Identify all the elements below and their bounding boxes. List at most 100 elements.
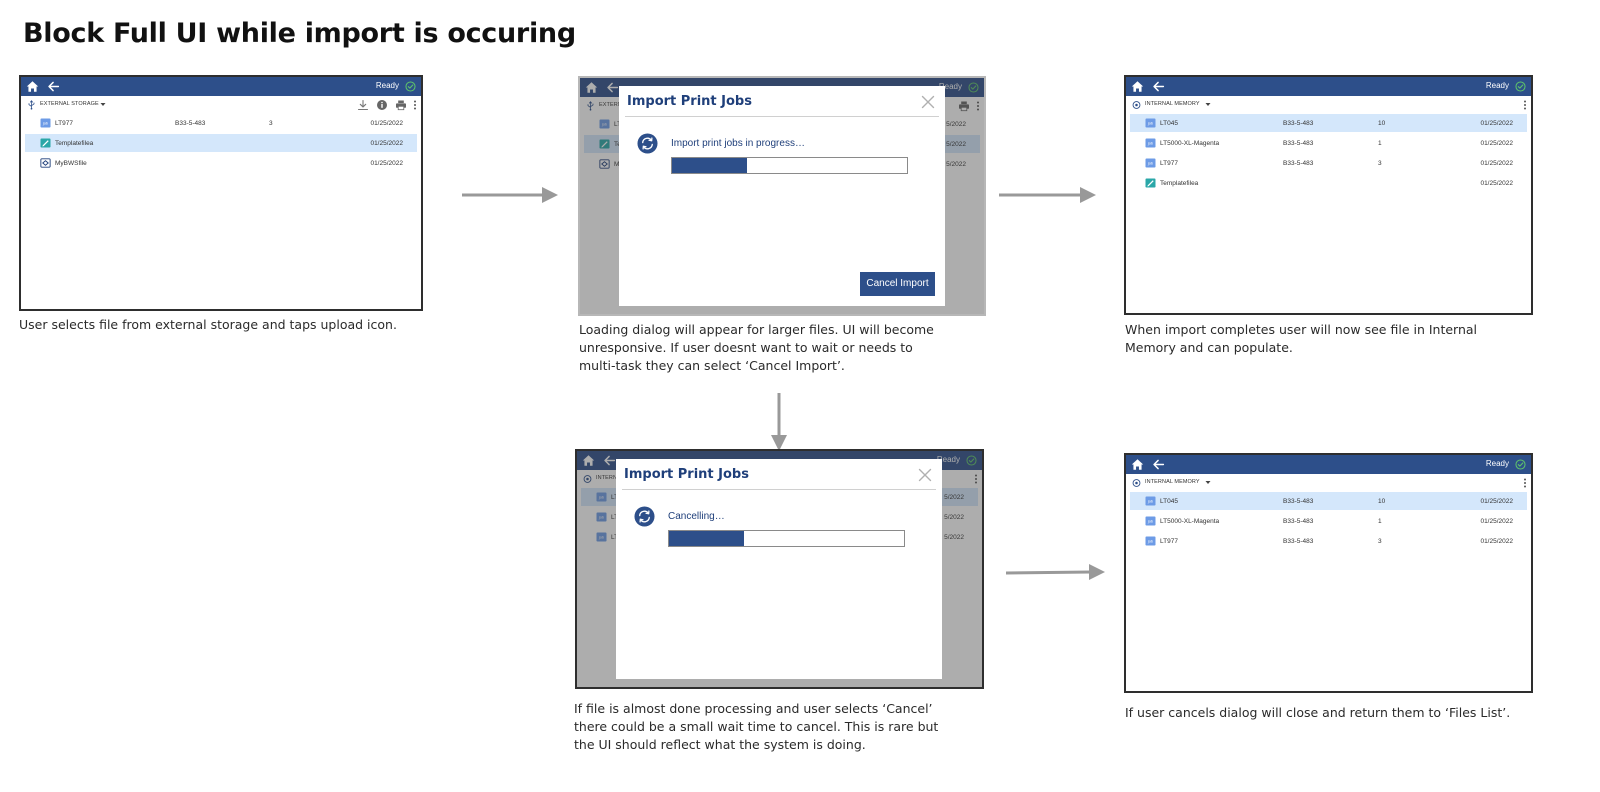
flow-arrow-right <box>462 187 558 203</box>
more-vertical-icon[interactable] <box>1519 99 1531 111</box>
ready-status: Ready <box>936 455 960 464</box>
file-row-selected[interactable]: Templatefilea 01/25/2022 <box>25 134 417 152</box>
file-qty: 10 <box>1378 498 1386 505</box>
file-row-selected[interactable]: LT045 B33-5-483 10 01/25/2022 <box>1130 492 1527 510</box>
file-part: B33-5-483 <box>1283 538 1314 545</box>
check-circle-icon <box>1515 459 1526 470</box>
bws-file-icon <box>40 158 51 168</box>
ready-status: Ready <box>1485 81 1509 90</box>
file-name: LT <box>611 494 619 501</box>
more-vertical-icon[interactable] <box>409 99 421 111</box>
info-icon[interactable] <box>376 99 388 111</box>
storage-selector: INTERNA <box>596 475 621 481</box>
file-date: 01/25/2022 <box>1480 498 1513 505</box>
file-part: B33-5-483 <box>1283 518 1314 525</box>
more-vertical-icon[interactable] <box>1519 477 1531 489</box>
file-row[interactable]: Templatefilea 01/25/2022 <box>1130 174 1527 192</box>
file-date: 01/25/2022 <box>1480 180 1513 187</box>
flow-arrow-right <box>1006 564 1105 580</box>
file-qty: 3 <box>1378 538 1382 545</box>
top-bar: Ready <box>1126 455 1531 474</box>
home-icon[interactable] <box>1131 80 1144 93</box>
home-icon[interactable] <box>26 80 39 93</box>
file-date: 5/2022 <box>946 121 966 128</box>
chevron-down-icon[interactable] <box>1205 102 1211 107</box>
job-file-icon <box>1145 536 1156 546</box>
file-row[interactable]: LT977 B33-5-483 3 01/25/2022 <box>1130 154 1527 172</box>
file-date: 5/2022 <box>944 494 964 501</box>
screen-external-storage: Ready EXTERNAL STORAGE LT977 B33-5-483 3… <box>19 75 423 311</box>
file-name: Templatefilea <box>55 140 94 147</box>
file-date: 01/25/2022 <box>1480 140 1513 147</box>
job-file-icon <box>1145 138 1156 148</box>
file-row[interactable]: LT5000-XL-Magenta B33-5-483 1 01/25/2022 <box>1130 512 1527 530</box>
file-date: 5/2022 <box>946 141 966 148</box>
screen-cancelling-dialog: Ready INTERNA LT 5/2022 LT 5/2022 LT 5/2… <box>575 449 984 689</box>
upload-icon[interactable] <box>357 99 369 111</box>
caption-step-5: If user cancels dialog will close and re… <box>1125 705 1511 720</box>
storage-selector[interactable]: EXTERNAL STORAGE <box>40 101 99 107</box>
file-name: LT977 <box>1160 538 1178 545</box>
back-arrow-icon[interactable] <box>47 80 60 93</box>
file-row-selected[interactable]: LT045 B33-5-483 10 01/25/2022 <box>1130 114 1527 132</box>
dialog-title: Import Print Jobs <box>627 94 752 109</box>
close-icon <box>918 468 932 482</box>
ready-status: Ready <box>1485 459 1509 468</box>
file-part: B33-5-483 <box>1283 140 1314 147</box>
ready-status: Ready <box>938 82 962 91</box>
file-qty: 10 <box>1378 120 1386 127</box>
caption-step-2: Loading dialog will appear for larger fi… <box>579 322 934 373</box>
top-bar: Ready <box>1126 77 1531 96</box>
storage-selector: EXTERN <box>599 102 622 108</box>
job-file-icon <box>40 118 51 128</box>
file-name: LT <box>611 514 619 521</box>
ready-status: Ready <box>375 81 399 90</box>
file-name: Templatefilea <box>1160 180 1199 187</box>
file-name: LT045 <box>1160 498 1178 505</box>
file-row: LT 5/2022 <box>581 528 978 546</box>
storage-bar: EXTERN <box>580 97 984 115</box>
memory-icon <box>1132 100 1141 110</box>
storage-bar: INTERNA <box>577 470 982 488</box>
file-name: M <box>614 161 620 168</box>
sync-icon <box>634 506 655 527</box>
usb-icon <box>27 100 36 110</box>
check-circle-icon <box>405 81 416 92</box>
back-arrow-icon[interactable] <box>1152 458 1165 471</box>
job-file-icon <box>1145 158 1156 168</box>
print-icon[interactable] <box>395 99 407 111</box>
back-arrow-icon[interactable] <box>1152 80 1165 93</box>
home-icon[interactable] <box>1131 458 1144 471</box>
dialog-divider <box>625 116 939 117</box>
cancel-import-button[interactable]: Cancel Import <box>860 272 935 296</box>
file-row[interactable]: LT977 B33-5-483 3 01/25/2022 <box>25 114 417 132</box>
close-icon[interactable] <box>921 95 935 109</box>
cancelling-dialog: Import Print Jobs Cancelling… <box>616 459 942 679</box>
file-qty: 3 <box>1378 160 1382 167</box>
storage-selector[interactable]: INTERNAL MEMORY <box>1145 479 1200 485</box>
template-file-icon <box>40 138 51 148</box>
file-date: 01/25/2022 <box>370 140 403 147</box>
file-name: Te <box>614 141 621 148</box>
job-file-icon <box>1145 516 1156 526</box>
storage-bar: INTERNAL MEMORY <box>1126 474 1531 492</box>
file-date: 01/25/2022 <box>370 160 403 167</box>
file-part: B33-5-483 <box>1283 120 1314 127</box>
screen-internal-memory-imported: Ready INTERNAL MEMORY LT045 B33-5-483 10… <box>1124 75 1533 315</box>
chevron-down-icon[interactable] <box>1205 480 1211 485</box>
dialog-divider <box>622 489 936 490</box>
top-bar: Ready <box>21 77 421 96</box>
chevron-down-icon[interactable] <box>100 102 106 107</box>
file-row[interactable]: LT977 B33-5-483 3 01/25/2022 <box>1130 532 1527 550</box>
file-row[interactable]: MyBWSfile 01/25/2022 <box>25 154 417 172</box>
storage-bar: EXTERNAL STORAGE <box>21 96 421 114</box>
file-row: LT 5/2022 <box>581 508 978 526</box>
screen-import-dialog: Ready EXTERN LT 5/2022 Te 5/2022 M 5/202… <box>578 76 986 316</box>
import-progress-bar <box>671 157 908 174</box>
file-row[interactable]: LT5000-XL-Magenta B33-5-483 1 01/25/2022 <box>1130 134 1527 152</box>
page-title: Block Full UI while import is occuring <box>23 18 576 49</box>
job-file-icon <box>1145 496 1156 506</box>
caption-step-1: User selects file from external storage … <box>19 317 397 332</box>
file-part: B33-5-483 <box>1283 160 1314 167</box>
storage-selector[interactable]: INTERNAL MEMORY <box>1145 101 1200 107</box>
